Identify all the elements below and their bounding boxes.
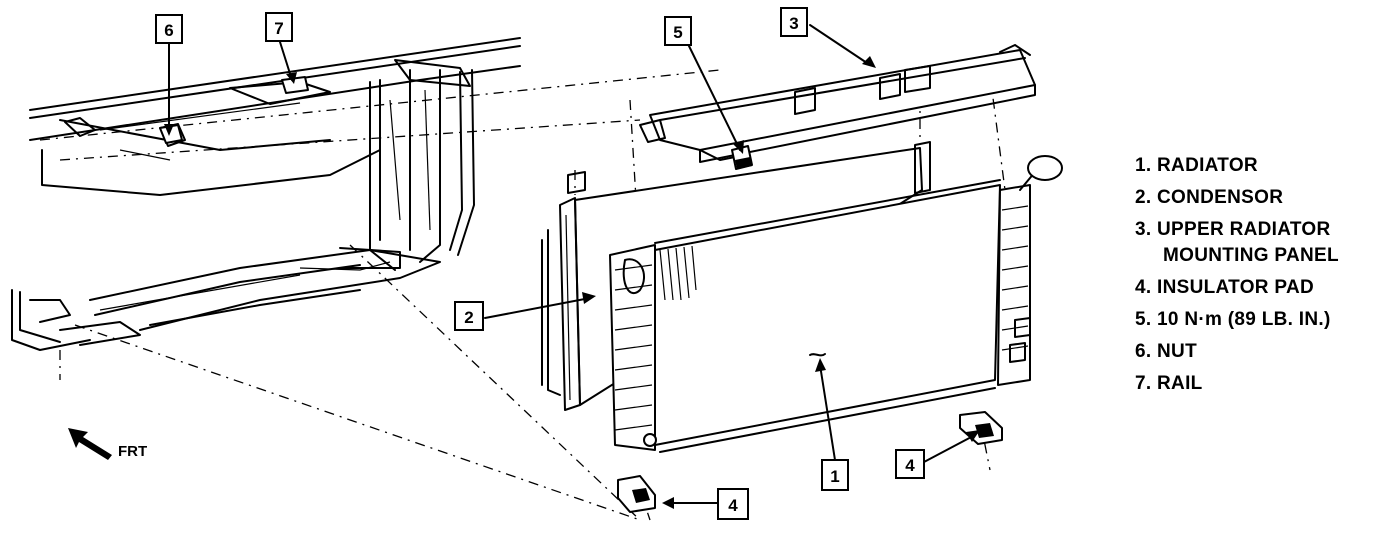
callout-3-number: 3 <box>789 14 798 33</box>
vehicle-frame <box>11 37 521 351</box>
legend-item-rail: 7. RAIL <box>1135 373 1203 394</box>
callout-1: 1 <box>821 459 849 491</box>
parts-legend: 1. RADIATOR 2. CONDENSOR 3. UPPER RADIAT… <box>1135 150 1339 400</box>
callout-7-number: 7 <box>274 19 283 38</box>
callout-6-number: 6 <box>164 21 173 40</box>
leader-lines <box>164 24 980 509</box>
callout-6: 6 <box>155 14 183 44</box>
legend-item-condensor: 2. CONDENSOR <box>1135 187 1284 208</box>
legend-item-radiator: 1. RADIATOR <box>1135 155 1258 176</box>
radiator <box>609 155 1063 453</box>
callout-2-number: 2 <box>464 308 473 327</box>
callout-4-lower-number: 4 <box>728 496 738 515</box>
rail-mount <box>281 76 309 94</box>
callout-5-number: 5 <box>673 23 682 42</box>
callout-2: 2 <box>454 301 484 331</box>
mounting-bolt <box>731 145 753 170</box>
front-arrow-icon <box>68 428 112 460</box>
front-label: FRT <box>118 443 147 460</box>
insulator-pad-lower-left <box>617 475 656 513</box>
legend-item-insulator-pad: 4. INSULATOR PAD <box>1135 277 1314 298</box>
callout-3: 3 <box>780 7 808 37</box>
legend-item-upper-radiator: 3. UPPER RADIATOR <box>1135 219 1331 240</box>
callout-1-number: 1 <box>830 467 839 486</box>
callout-4-right: 4 <box>895 449 925 479</box>
callout-7: 7 <box>265 12 293 42</box>
upper-radiator-mounting-panel <box>639 44 1036 163</box>
legend-item-mounting-panel: MOUNTING PANEL <box>1163 245 1339 266</box>
callout-4-right-number: 4 <box>905 456 915 475</box>
callout-4-lower: 4 <box>717 488 749 520</box>
front-direction-indicator: FRT <box>68 428 147 460</box>
legend-item-nut: 6. NUT <box>1135 341 1197 362</box>
callout-5: 5 <box>664 16 692 46</box>
legend-item-torque-spec: 5. 10 N·m (89 LB. IN.) <box>1135 309 1331 330</box>
